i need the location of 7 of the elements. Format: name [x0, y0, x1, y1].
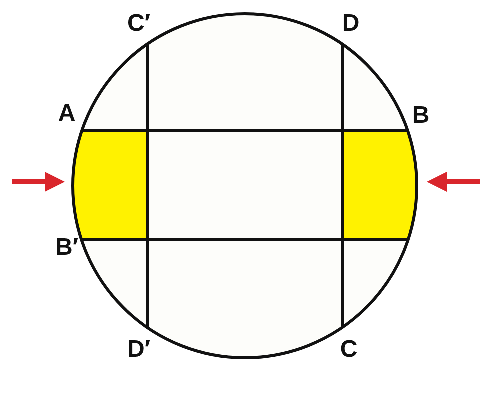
point-label: D′: [127, 338, 151, 362]
point-label: B′: [55, 236, 79, 260]
point-label: A: [58, 102, 76, 126]
point-label: C: [340, 338, 358, 362]
point-label: C′: [127, 12, 151, 36]
point-label: B: [412, 104, 430, 128]
point-label: D: [342, 12, 360, 36]
